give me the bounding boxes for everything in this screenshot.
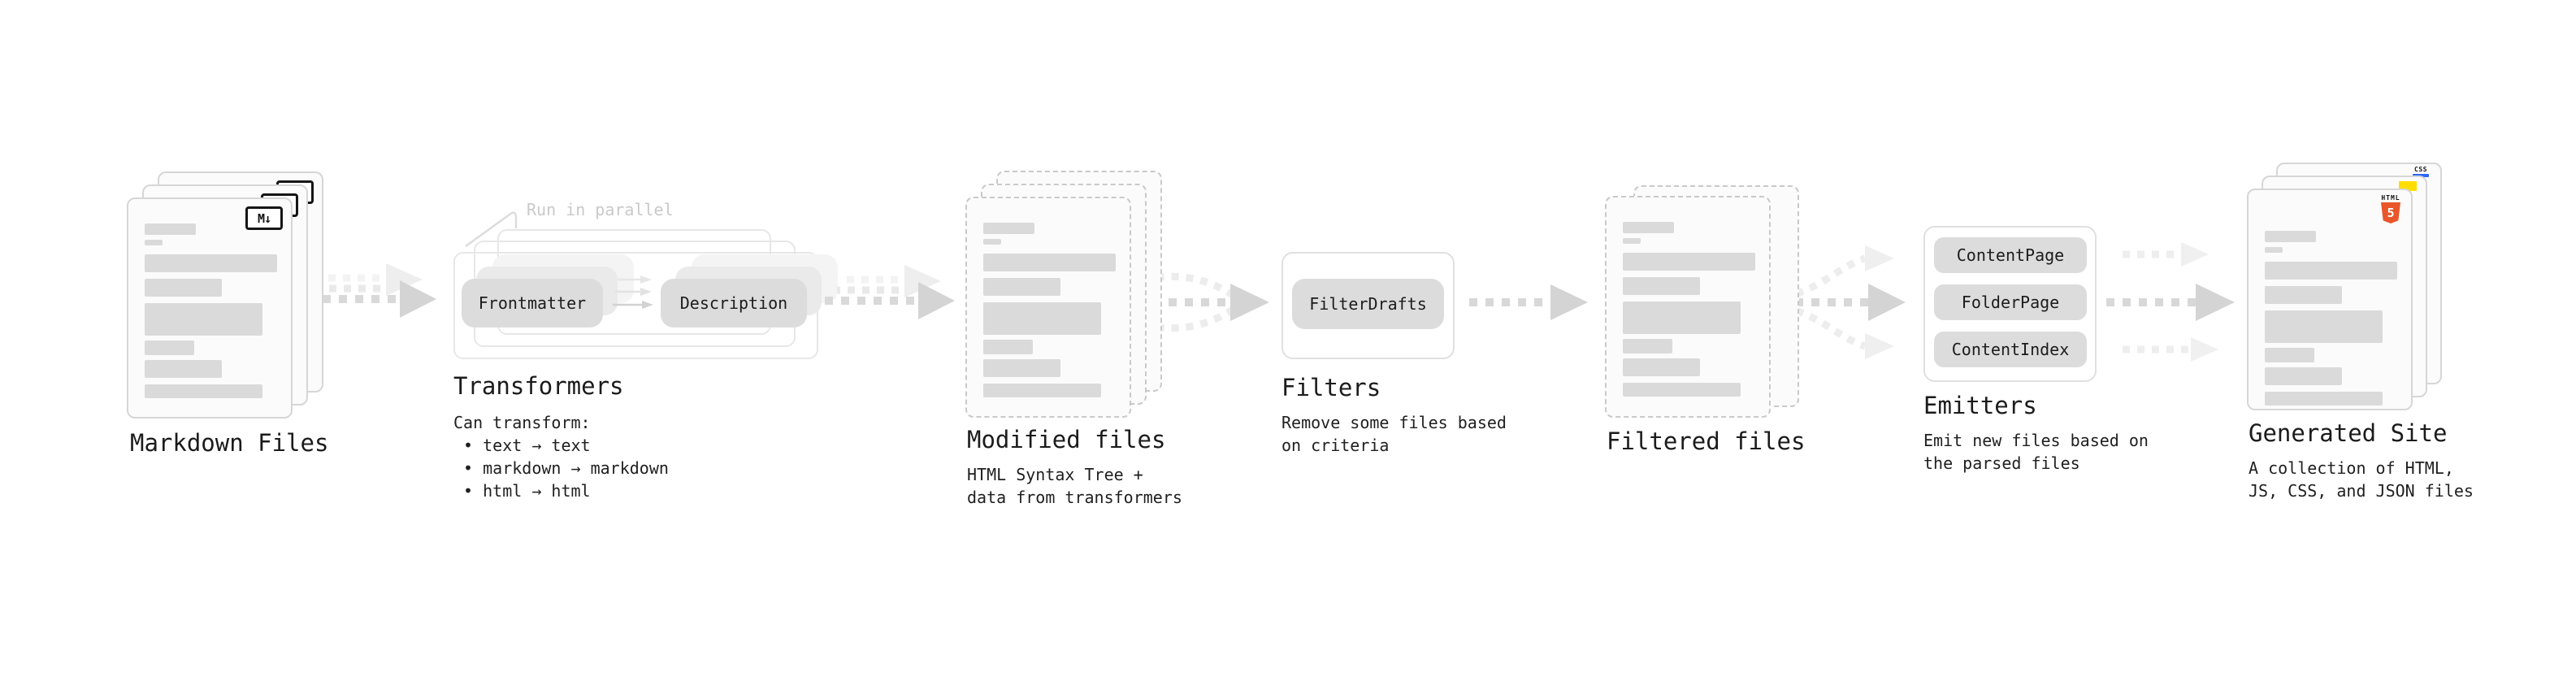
- arrow-modified-to-filters: [1136, 272, 1269, 332]
- filterdrafts-pill: FilterDrafts: [1292, 279, 1444, 329]
- skeleton-bar: [145, 254, 277, 272]
- transform-step-arrows: [613, 275, 653, 309]
- file-content-placeholder: [2249, 216, 2411, 406]
- emitters-description: Emit new files based on the parsed files: [1923, 431, 2149, 473]
- skeleton-bar: [1623, 339, 1672, 354]
- skeleton-bar: [1623, 301, 1741, 334]
- skeleton-bar: [145, 279, 222, 297]
- file-content-placeholder: [967, 198, 1130, 397]
- skeleton-bar: [2265, 262, 2397, 280]
- run-in-parallel-annotation: Run in parallel: [527, 200, 674, 219]
- arrow-emitters-to-site: [2106, 242, 2235, 362]
- arrow-transformers-to-modified: [825, 265, 955, 319]
- folderpage-pill: FolderPage: [1934, 284, 2087, 320]
- skeleton-bar: [983, 278, 1060, 296]
- html5-icon: HTML 5: [2380, 194, 2401, 223]
- file-content-placeholder: [1607, 197, 1769, 397]
- description-pill: Description: [661, 279, 807, 327]
- generated-site-stack: CSS HTML 5: [2247, 163, 2445, 412]
- arrow-filters-to-filtered: [1469, 284, 1588, 320]
- css-icon-text: CSS: [2414, 166, 2427, 173]
- skeleton-bar: [983, 359, 1060, 377]
- generated-site-description: A collection of HTML, JS, CSS, and JSON …: [2249, 458, 2474, 501]
- skeleton-bar: [2265, 367, 2342, 385]
- markdown-files-stack: M↓ M↓ M↓: [127, 171, 327, 420]
- file-content-placeholder: [128, 199, 291, 398]
- annotation-leader-line: [465, 211, 518, 248]
- html5-icon-shield: 5: [2381, 202, 2400, 223]
- filters-description: Remove some files based on criteria: [1281, 413, 1507, 455]
- arrow-filtered-to-emitters: [1779, 245, 1906, 359]
- skeleton-bar: [1623, 277, 1700, 295]
- modified-files-stack: [965, 171, 1165, 419]
- skeleton-bar: [145, 223, 196, 235]
- modified-files-label: Modified files: [967, 426, 1166, 453]
- filtered-file-card-front: [1605, 196, 1771, 418]
- skeleton-bar: [145, 340, 194, 355]
- modified-file-card-front: [965, 197, 1131, 418]
- skeleton-bar: [1623, 222, 1674, 233]
- skeleton-bar: [2265, 310, 2383, 343]
- markdown-file-card-front: M↓: [127, 197, 293, 419]
- html5-icon-number: 5: [2387, 206, 2395, 220]
- contentpage-pill: ContentPage: [1934, 237, 2087, 273]
- skeleton-bar: [1623, 253, 1755, 271]
- skeleton-bar: [983, 384, 1101, 397]
- skeleton-bar: [2265, 348, 2314, 362]
- skeleton-bar: [145, 384, 262, 398]
- filtered-files-label: Filtered files: [1607, 427, 1806, 455]
- skeleton-bar: [983, 340, 1033, 354]
- skeleton-bar: [1623, 238, 1641, 244]
- generated-site-label: Generated Site: [2249, 419, 2448, 447]
- skeleton-bar: [145, 360, 222, 378]
- skeleton-bar: [2265, 286, 2342, 304]
- arrow-markdown-to-transformers: [306, 263, 436, 318]
- skeleton-bar: [983, 302, 1101, 335]
- skeleton-bar: [983, 239, 1001, 245]
- skeleton-bar: [2265, 392, 2383, 406]
- skeleton-bar: [1623, 358, 1700, 376]
- markdown-icon: M↓: [245, 206, 283, 230]
- transformers-label: Transformers: [453, 372, 624, 400]
- filtered-files-stack: [1605, 185, 1803, 421]
- skeleton-bar: [983, 254, 1116, 271]
- transformers-description: Can transform: • text → text • markdown …: [453, 413, 669, 501]
- skeleton-bar: [145, 303, 262, 336]
- skeleton-bar: [1623, 383, 1741, 397]
- skeleton-bar: [2265, 231, 2316, 242]
- markdown-files-label: Markdown Files: [130, 429, 329, 457]
- filters-label: Filters: [1281, 374, 1381, 401]
- emitters-label: Emitters: [1923, 392, 2037, 419]
- html-file-card: HTML 5: [2247, 189, 2413, 410]
- contentindex-pill: ContentIndex: [1934, 332, 2087, 367]
- skeleton-bar: [145, 240, 163, 245]
- html5-icon-text: HTML: [2381, 194, 2400, 202]
- modified-files-description: HTML Syntax Tree + data from transformer…: [967, 465, 1182, 507]
- skeleton-bar: [2265, 247, 2283, 253]
- skeleton-bar: [983, 223, 1034, 234]
- frontmatter-pill: Frontmatter: [462, 279, 603, 327]
